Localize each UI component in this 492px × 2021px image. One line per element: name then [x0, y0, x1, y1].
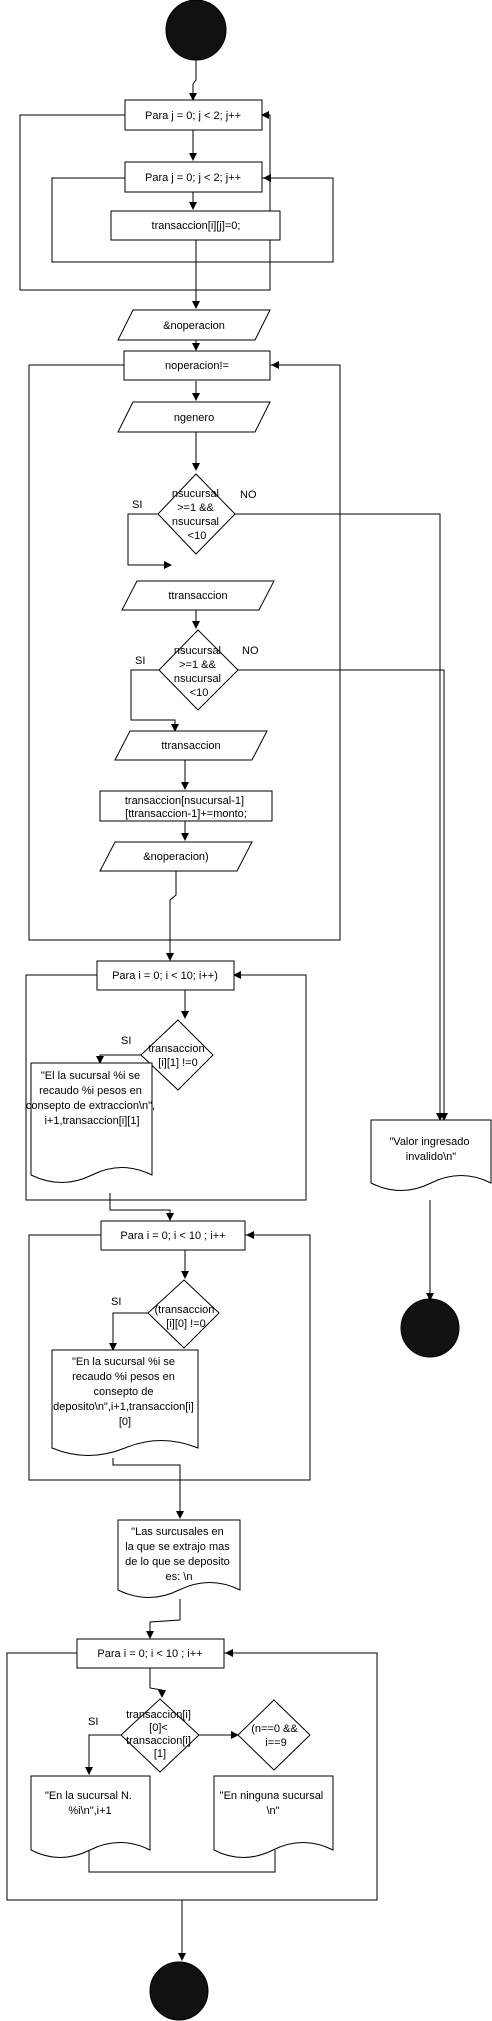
start-node — [165, 0, 227, 61]
input-ttransaccion-1: ttransaccion — [121, 580, 275, 611]
label-si-5: SI — [88, 1716, 98, 1728]
decision-compare: transaccion[i] [0]< transaccion[i] [1] — [120, 1698, 200, 1773]
loop-i-3-box: Para i = 0; i < 10 ; i++ — [76, 1638, 225, 1669]
loop-i-2-box: Para i = 0; i < 10 ; i++ — [100, 1220, 246, 1251]
while-noperacion-box: noperacion!= — [123, 350, 271, 381]
output-header-label: "Las surcusales en la que se extrajo mas… — [125, 1526, 233, 1583]
output-none: "En ninguna sucursal \n" — [213, 1775, 334, 1858]
label-si-4: SI — [111, 1296, 121, 1308]
edge-cond1-no — [235, 513, 444, 1121]
label-no-2: NO — [242, 645, 259, 657]
decision-nsucursal-1-label: nsucursal >=1 && nsucursal <10 — [172, 488, 222, 542]
edge-loop-i-1-exit — [109, 1193, 174, 1221]
input-ttransaccion-1-label: ttransaccion — [168, 590, 227, 602]
loop-j-outer-label: Para j = 0; j < 2; j++ — [145, 110, 241, 122]
accumulate-label: transaccion[nsucursal-1] [ttransaccion-1… — [125, 795, 247, 820]
output-header: "Las surcusales en la que se extrajo mas… — [117, 1519, 241, 1598]
decision-none: (n==0 && i==9 — [237, 1699, 311, 1771]
edge-start-to-loop-j — [189, 58, 197, 101]
decision-nsucursal-2: nsucursal >=1 && nsucursal <10 — [158, 629, 239, 711]
loop-i-3-label: Para i = 0; i < 10 ; i++ — [97, 1648, 202, 1660]
decision-deposit: (transaccion [i][0] !=0 — [147, 1279, 220, 1349]
loop-i-2-label: Para i = 0; i < 10 ; i++ — [120, 1230, 225, 1242]
decision-extract: transaccion [i][1] !=0 — [140, 1019, 214, 1091]
output-extract-label: "El la sucursal %i se recaudo %i pesos e… — [26, 1070, 158, 1127]
while-noperacion-label: noperacion!= — [165, 360, 229, 372]
input-ttransaccion-2: ttransaccion — [114, 730, 268, 761]
edge-cond-compare-si — [85, 1734, 121, 1775]
decision-nsucursal-1: nsucursal >=1 && nsucursal <10 — [157, 473, 236, 555]
loop-j-outer-box: Para j = 0; j < 2; j++ — [124, 99, 263, 131]
loop-frames — [6, 114, 378, 1901]
set-zero-label: transaccion[i][j]=0; — [152, 220, 241, 232]
output-none-label: "En ninguna sucursal \n" — [220, 1790, 327, 1817]
label-si-3: SI — [121, 1035, 131, 1047]
output-branch: "En la sucursal N. %i\n",i+1 — [30, 1775, 151, 1858]
loop-frame-j-outer — [19, 114, 271, 291]
input-ngenero: ngenero — [117, 401, 271, 433]
accumulate-box: transaccion[nsucursal-1] [ttransaccion-1… — [99, 790, 273, 822]
input-ngenero-label: ngenero — [174, 412, 214, 424]
label-no-1: NO — [240, 489, 257, 501]
edge-cond-extract-si — [96, 1054, 141, 1064]
edge-cond1-si — [127, 513, 172, 569]
set-zero-box: transaccion[i][j]=0; — [110, 210, 281, 241]
label-si-1: SI — [132, 499, 142, 511]
edge-cond2-no — [238, 669, 448, 1121]
input-noperacion-1-label: &noperacion — [163, 320, 225, 332]
loop-j-inner-label: Para j = 0; j < 2; j++ — [145, 172, 241, 184]
end-node — [149, 1961, 209, 2021]
edge-loop-3-to-cond — [149, 1668, 166, 1698]
output-invalid-label: "Valor ingresado invalido\n" — [389, 1136, 472, 1163]
output-deposit: "En la sucursal %i se recaudo %i pesos e… — [51, 1349, 199, 1456]
output-invalid: "Valor ingresado invalido\n" — [370, 1119, 492, 1191]
connectors — [85, 58, 448, 1961]
edge-branches-merge — [88, 1850, 276, 1873]
decision-extract-label: transaccion [i][1] !=0 — [148, 1043, 207, 1069]
input-noperacion-2: &noperacion) — [99, 841, 253, 872]
edge-header-to-loop-3 — [146, 1599, 181, 1639]
loop-i-1-label: Para i = 0; i < 10; i++) — [112, 970, 218, 982]
label-si-2: SI — [135, 655, 145, 667]
end-node-invalid — [400, 1298, 460, 1358]
edge-loop-i-2-exit — [112, 1458, 184, 1519]
output-branch-label: "En la sucursal N. %i\n",i+1 — [45, 1790, 135, 1817]
edge-while-exit — [166, 871, 177, 961]
decision-compare-label: transaccion[i] [0]< transaccion[i] [1] — [126, 1709, 194, 1760]
loop-i-1-box: Para i = 0; i < 10; i++) — [96, 960, 235, 991]
input-ttransaccion-2-label: ttransaccion — [161, 740, 220, 752]
output-extract: "El la sucursal %i se recaudo %i pesos e… — [26, 1062, 158, 1183]
decision-none-label: (n==0 && i==9 — [251, 1723, 301, 1749]
decision-nsucursal-2-label: nsucursal >=1 && nsucursal <10 — [174, 645, 224, 699]
input-noperacion-1: &noperacion — [117, 309, 271, 341]
edge-cond2-si — [130, 669, 179, 732]
loop-j-inner-box: Para j = 0; j < 2; j++ — [124, 161, 263, 193]
edge-cond-deposit-si — [109, 1312, 148, 1351]
decision-deposit-label: (transaccion [i][0] !=0 — [155, 1304, 218, 1330]
input-noperacion-2-label: &noperacion) — [143, 851, 208, 863]
output-deposit-label: "En la sucursal %i se recaudo %i pesos e… — [53, 1356, 197, 1428]
